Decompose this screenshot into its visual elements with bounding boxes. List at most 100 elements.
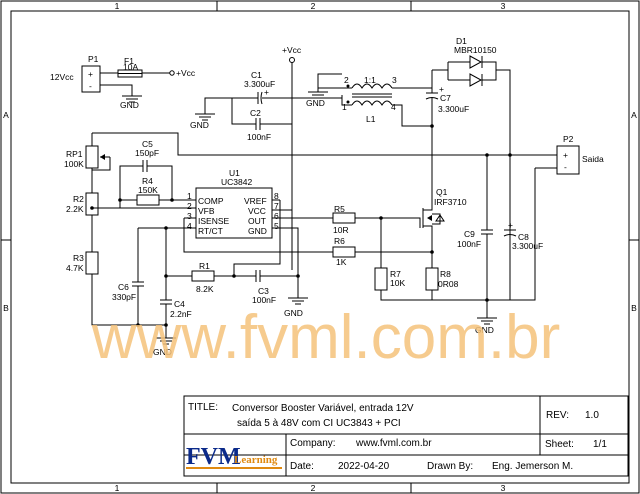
gnd-symbol-timing: GND [153, 337, 176, 357]
gnd-symbol-ic: GND [284, 297, 308, 318]
svg-text:2: 2 [344, 75, 349, 85]
svg-text:C5: C5 [142, 139, 153, 149]
svg-text:6: 6 [274, 211, 279, 221]
svg-text:+Vcc: +Vcc [282, 45, 302, 55]
fvm-logo: FVM Learning [186, 444, 282, 470]
svg-text:RP1: RP1 [66, 149, 83, 159]
vcc-rail: +Vcc [222, 45, 343, 270]
svg-text:0R08: 0R08 [438, 279, 459, 289]
svg-text:R3: R3 [73, 253, 84, 263]
svg-text:150pF: 150pF [135, 148, 159, 158]
company-value: www.fvml.com.br [355, 438, 432, 449]
col-marker-3: 3 [501, 1, 506, 11]
compensation-c5-r4: C5 150pF R4 150K [118, 139, 188, 208]
resistor-r6: R6 1K [183, 218, 432, 267]
svg-text:330pF: 330pF [112, 292, 136, 302]
svg-text:R2: R2 [73, 194, 84, 204]
col-marker-1: 1 [115, 1, 120, 11]
svg-text:3.300uF: 3.300uF [244, 79, 275, 89]
output-connector-p2: P2 + - Saida [510, 134, 604, 175]
capacitor-c2: C2 100nF [231, 98, 292, 142]
svg-text:4: 4 [187, 221, 192, 231]
svg-text:+Vcc: +Vcc [176, 68, 196, 78]
svg-text:7: 7 [274, 201, 279, 211]
svg-text:Learning: Learning [234, 454, 278, 466]
svg-text:GND: GND [153, 347, 172, 357]
svg-text:P1: P1 [88, 54, 99, 64]
svg-text:100nF: 100nF [247, 132, 271, 142]
drawn-label: Drawn By: [427, 461, 473, 472]
svg-text:+: + [88, 69, 93, 79]
svg-text:R5: R5 [334, 204, 345, 214]
svg-text:ISENSE: ISENSE [198, 216, 230, 226]
title-line-2: saída 5 à 48V com CI UC3843 + PCI [237, 418, 401, 429]
svg-text:C7: C7 [440, 93, 451, 103]
company-label: Company: [290, 438, 336, 449]
svg-text:C2: C2 [250, 108, 261, 118]
resistor-r5: R5 10R [332, 204, 413, 235]
svg-text:U1: U1 [229, 168, 240, 178]
svg-text:10K: 10K [390, 278, 405, 288]
svg-text:MBR10150: MBR10150 [454, 45, 497, 55]
svg-text:VREF: VREF [244, 196, 267, 206]
drawn-value: Eng. Jemerson M. [492, 461, 573, 472]
svg-text:R1: R1 [199, 261, 210, 271]
sheet-label: Sheet: [545, 439, 574, 450]
svg-text:3: 3 [187, 211, 192, 221]
resistor-r7: R7 10K [374, 216, 487, 301]
svg-text:2: 2 [187, 201, 192, 211]
watermark: www.fvml.com.br [91, 303, 560, 372]
svg-text:+: + [264, 87, 269, 97]
svg-text:100K: 100K [64, 159, 84, 169]
svg-text:-: - [89, 81, 92, 91]
svg-text:D1: D1 [456, 36, 467, 46]
svg-text:OUT: OUT [248, 216, 266, 226]
svg-text:100nF: 100nF [457, 239, 481, 249]
inductor-l1: 1:1 2 3 1 4 L1 [317, 70, 433, 127]
svg-text:2.2nF: 2.2nF [170, 309, 192, 319]
svg-text:+: + [563, 150, 568, 160]
gnd-symbol-l1: GND [306, 91, 328, 108]
row-marker-b-right: B [631, 303, 637, 313]
col-marker-1-bottom: 1 [115, 483, 120, 493]
svg-text:FVM: FVM [186, 444, 241, 470]
gnd-symbol-output: GND [475, 317, 497, 335]
svg-text:C1: C1 [251, 70, 262, 80]
col-marker-2-bottom: 2 [311, 483, 316, 493]
timing-network: C6 330pF R1 8.2K C3 100nF C4 2.2nF [112, 200, 300, 338]
svg-text:10A: 10A [123, 62, 138, 72]
svg-text:+: + [508, 220, 513, 230]
col-marker-2: 2 [311, 1, 316, 11]
svg-text:VFB: VFB [198, 206, 215, 216]
svg-text:GND: GND [306, 98, 325, 108]
date-label: Date: [290, 461, 314, 472]
svg-text:C8: C8 [518, 232, 529, 242]
mosfet-q1: Q1 IRF3710 [413, 124, 467, 268]
svg-text:IRF3710: IRF3710 [434, 197, 467, 207]
svg-text:100nF: 100nF [252, 295, 276, 305]
svg-text:4.7K: 4.7K [66, 263, 84, 273]
fuse-f1: F1 10A +Vcc [100, 56, 196, 78]
svg-text:150K: 150K [138, 185, 158, 195]
row-marker-a-right: A [631, 110, 637, 120]
svg-text:GND: GND [248, 226, 267, 236]
svg-text:Saida: Saida [582, 154, 604, 164]
capacitor-c8: + C8 3.300uF [487, 153, 543, 301]
svg-text:R8: R8 [440, 269, 451, 279]
svg-text:1K: 1K [336, 257, 347, 267]
resistor-r8: R8 0R08 [425, 267, 459, 300]
input-connector-p1: P1 12Vcc + - [50, 54, 101, 93]
svg-text:R4: R4 [142, 176, 153, 186]
svg-text:C3: C3 [258, 286, 269, 296]
svg-text:UC3842: UC3842 [221, 177, 252, 187]
svg-text:COMP: COMP [198, 196, 224, 206]
svg-text:1:1: 1:1 [364, 75, 376, 85]
capacitor-c1: + C1 3.300uF [244, 70, 292, 105]
rev-label: REV: [546, 410, 569, 421]
svg-text:1: 1 [342, 102, 347, 112]
col-marker-3-bottom: 3 [501, 483, 506, 493]
gnd-symbol-caps: GND [190, 97, 222, 130]
svg-text:GND: GND [190, 120, 209, 130]
feedback-network: RP1 100K R2 2.2K R3 4.7K [64, 132, 510, 326]
